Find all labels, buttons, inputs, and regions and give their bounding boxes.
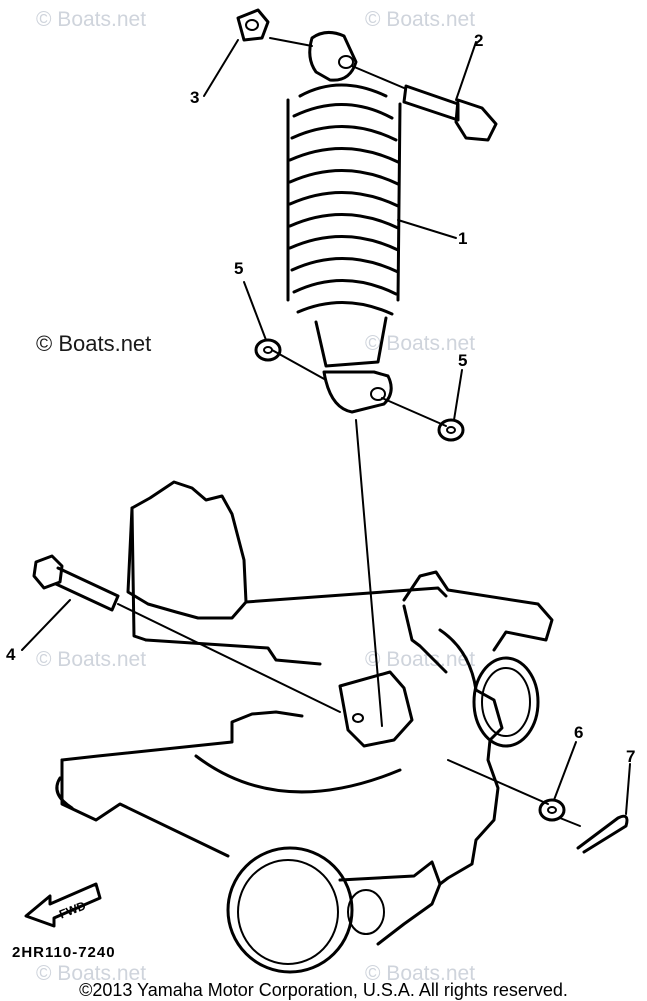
part-2-bolt[interactable] bbox=[402, 84, 498, 142]
watermark: © Boats.net bbox=[365, 332, 476, 355]
part-4-pivot-bolt[interactable] bbox=[32, 554, 341, 713]
watermark: © Boats.net bbox=[365, 8, 476, 31]
part-7-cotter-pin[interactable] bbox=[559, 814, 629, 854]
fwd-arrow-icon: FWD bbox=[24, 882, 102, 928]
fwd-label: FWD bbox=[57, 898, 88, 921]
callout-7: 7 bbox=[626, 747, 635, 766]
callout-4: 4 bbox=[6, 645, 16, 664]
part-5-washer[interactable] bbox=[254, 338, 282, 362]
watermark: © Boats.net bbox=[36, 962, 147, 985]
watermark: © Boats.net bbox=[365, 962, 476, 985]
callout-leaders bbox=[21, 39, 631, 815]
callout-1: 1 bbox=[458, 229, 467, 248]
watermark: © Boats.net bbox=[365, 648, 476, 671]
watermark-bold: © Boats.net bbox=[36, 331, 152, 356]
callout-3: 3 bbox=[190, 88, 199, 107]
part-1-shock-absorber[interactable] bbox=[269, 31, 447, 727]
watermark: © Boats.net bbox=[36, 8, 147, 31]
diagram-code: 2HR110-7240 bbox=[12, 944, 116, 961]
spring-coils bbox=[286, 83, 402, 316]
part-6-washer[interactable] bbox=[538, 798, 566, 822]
callout-6: 6 bbox=[574, 723, 583, 742]
callout-5: 5 bbox=[234, 259, 243, 278]
part-5-washer[interactable] bbox=[437, 418, 465, 442]
watermark: © Boats.net bbox=[36, 648, 147, 671]
copyright-footer: ©2013 Yamaha Motor Corporation, U.S.A. A… bbox=[79, 980, 568, 1000]
swingarm[interactable] bbox=[55, 480, 554, 974]
part-3-nut[interactable] bbox=[236, 8, 270, 42]
callout-2: 2 bbox=[474, 31, 483, 50]
callout-5: 5 bbox=[458, 351, 467, 370]
